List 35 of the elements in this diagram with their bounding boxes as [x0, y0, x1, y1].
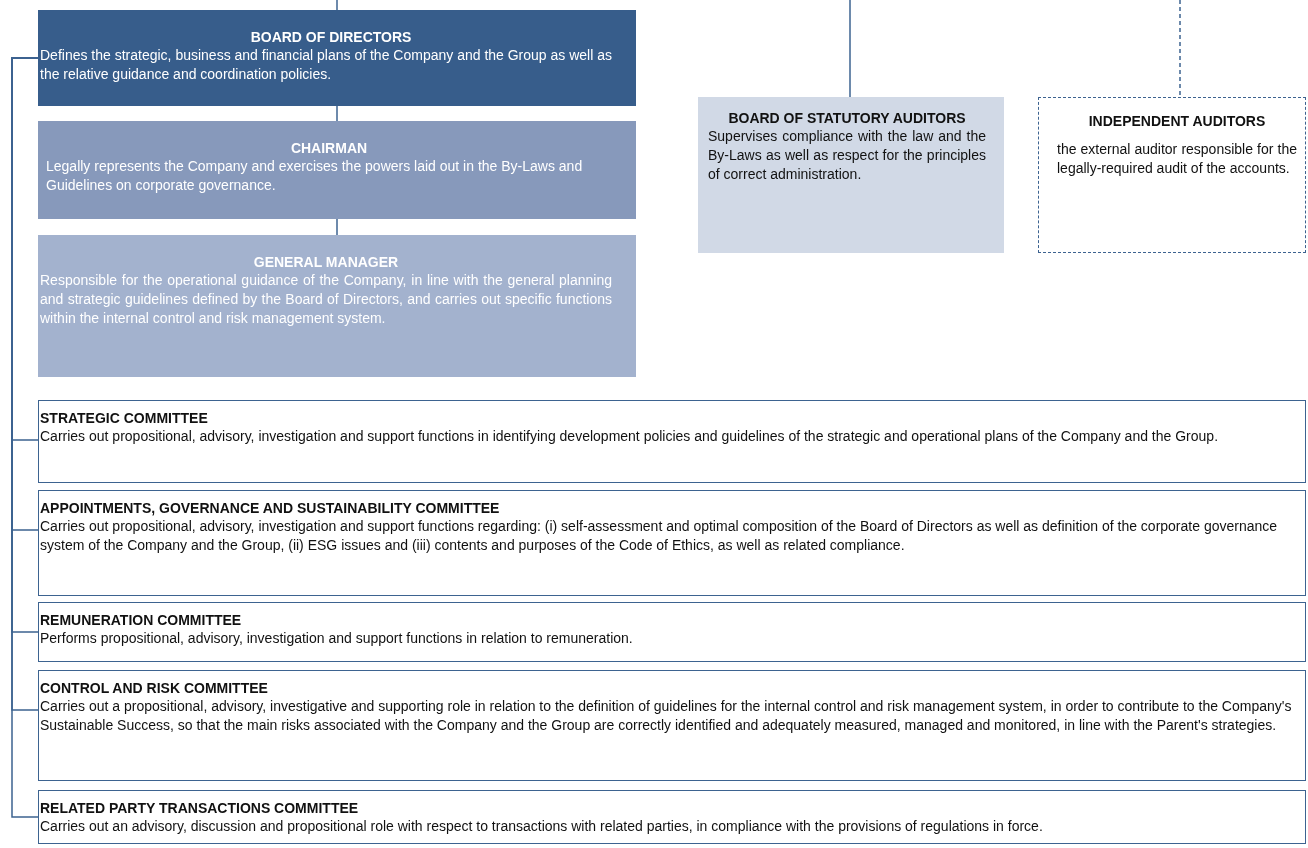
box-description: Legally represents the Company and exercises the powers laid out in the By-Laws and Guidelines on corporate governance. — [46, 157, 584, 195]
connector-line — [336, 105, 338, 122]
box-heading: REMUNERATION COMMITTEE — [40, 611, 243, 629]
box-heading: APPOINTMENTS, GOVERNANCE AND SUSTAINABILITY COMMITTEE — [40, 499, 501, 517]
box-heading: CHAIRMAN — [289, 139, 369, 157]
committee-box — [38, 790, 1306, 844]
box-heading: CONTROL AND RISK COMMITTEE — [40, 679, 269, 697]
box-description: Defines the strategic, business and financial plans of the Company and the Group as well as the relative guidance and coordination policies. — [40, 46, 613, 84]
box-description: Responsible for the operational guidance of the Company, in line with the general planning and strategic guidelines defined by the Board of Directors, and carries out specific functions within the internal control and risk management system. — [40, 271, 612, 328]
committee-box — [38, 490, 1306, 596]
box-description: Supervises compliance with the law and the By-Laws as well as respect for the principles of correct administration. — [708, 127, 986, 184]
box-heading: BOARD OF STATUTORY AUDITORS — [727, 109, 967, 127]
committee-box — [38, 400, 1306, 483]
box-heading: RELATED PARTY TRANSACTIONS COMMITTEE — [40, 799, 360, 817]
box-heading: INDEPENDENT AUDITORS — [1087, 112, 1267, 130]
box-heading: GENERAL MANAGER — [252, 253, 400, 271]
box-description: Carries out propositional, advisory, investigation and support functions regarding: (i) self-assessment and optimal composition of the Board of Directors as well as definition of the corporate governance system of the Company and the Group, (ii) ESG issues and (iii) contents and purposes of the Code of Ethics, as well as related compliance. — [40, 517, 1279, 555]
connector-line — [1179, 0, 1181, 98]
box-description: Carries out an advisory, discussion and propositional role with respect to transactions with related parties, in compliance with the provisions of regulations in force. — [40, 817, 1044, 836]
box-description: Carries out a propositional, advisory, investigative and supporting role in relation to the definition of guidelines for the internal control and risk management system, in order to contribute to the Company's Sustainable Success, so that the main risks associated with the Company and the Group are correctly identified and adequately measured, managed and monitored, in line with the Parent's strategies. — [40, 697, 1293, 735]
org-box — [38, 10, 636, 106]
connector-line — [336, 218, 338, 236]
connector-line — [849, 0, 851, 98]
box-heading: STRATEGIC COMMITTEE — [40, 409, 209, 427]
box-description: Performs propositional, advisory, investigation and support functions in relation to remuneration. — [40, 629, 634, 648]
box-heading: BOARD OF DIRECTORS — [249, 28, 413, 46]
org-box — [1038, 97, 1306, 253]
connector-line — [336, 0, 338, 11]
committee-box — [38, 602, 1306, 662]
box-description: the external auditor responsible for the legally-required audit of the accounts. — [1057, 140, 1297, 178]
org-box — [38, 235, 636, 377]
committee-box — [38, 670, 1306, 781]
org-box — [38, 121, 636, 219]
org-box — [698, 97, 1004, 253]
box-description: Carries out propositional, advisory, investigation and support functions in identifying development policies and guidelines of the strategic and operational plans of the Company and the Group. — [40, 427, 1220, 446]
